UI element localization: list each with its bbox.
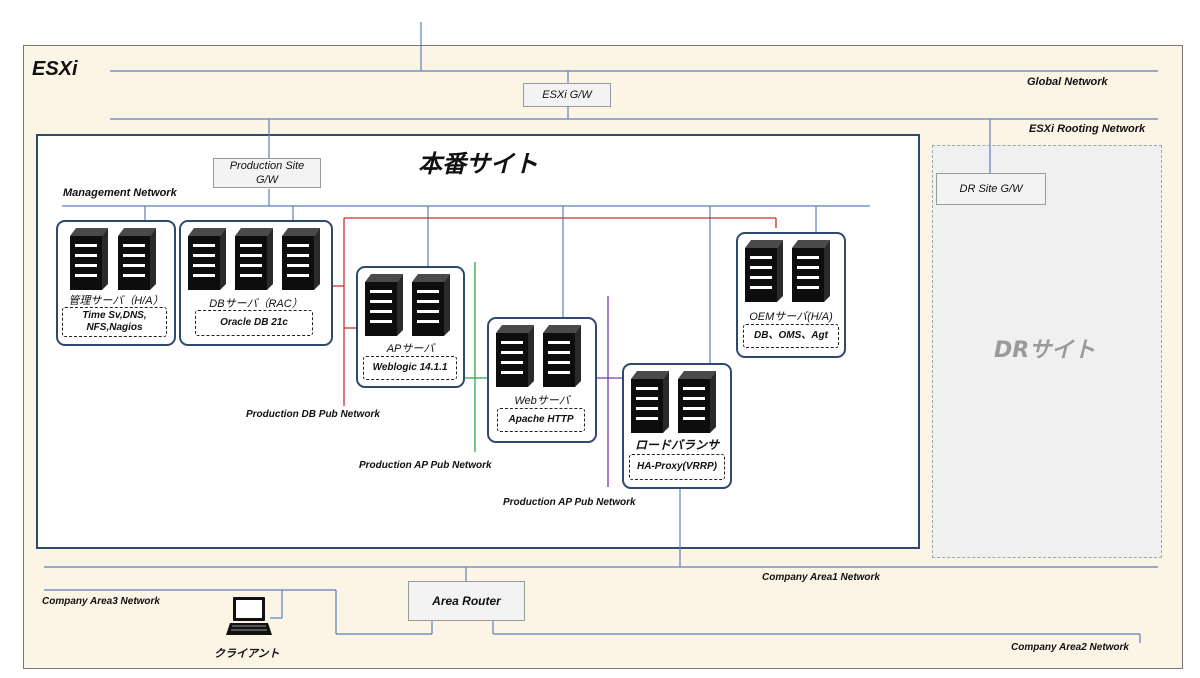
- company-area1-network-label: Company Area1 Network: [762, 572, 880, 583]
- server-tower-icon: [543, 325, 581, 387]
- ap-server-detail: Weblogic 14.1.1: [363, 356, 457, 380]
- web-server-title: Webサーバ: [514, 395, 570, 407]
- mgmt-server-title: 管理サーバ（H/A）: [68, 295, 164, 307]
- dr-site-title: DRサイト: [994, 338, 1096, 363]
- server-tower-icon: [792, 240, 830, 302]
- ap-server-group: APサーバ Weblogic 14.1.1: [356, 266, 465, 388]
- db-pub-network-lines: [331, 217, 777, 406]
- esxi-gw-box: ESXi G/W: [523, 83, 611, 107]
- load-balancer-detail: HA-Proxy(VRRP): [629, 454, 725, 480]
- production-site-gw-box: Production Site G/W: [213, 158, 321, 188]
- production-site-title: 本番サイト: [418, 150, 538, 178]
- laptop-icon: [226, 597, 272, 635]
- server-tower-icon: [745, 240, 783, 302]
- load-balancer-group: ロードバランサ HA-Proxy(VRRP): [622, 363, 732, 489]
- prod-ap-pub-network-label-1: Production AP Pub Network: [359, 460, 492, 471]
- company-area2-network-label: Company Area2 Network: [1011, 642, 1129, 653]
- oem-server-detail: DB、OMS、Agt: [743, 324, 839, 348]
- dr-site-gw-box: DR Site G/W: [936, 173, 1046, 205]
- dr-site-area: [932, 145, 1162, 558]
- oem-server-title: OEMサーバ(H/A): [749, 311, 833, 323]
- server-tower-icon: [118, 228, 156, 290]
- esxi-routing-network-label: ESXi Rooting Network: [1029, 123, 1146, 135]
- server-tower-icon: [70, 228, 108, 290]
- server-tower-icon: [412, 274, 450, 336]
- company-area3-network-label: Company Area3 Network: [42, 596, 160, 607]
- mgmt-server-group: 管理サーバ（H/A） Time Sv,DNS, NFS,Nagios: [56, 220, 176, 346]
- server-tower-icon: [235, 228, 273, 290]
- server-tower-icon: [678, 371, 716, 433]
- area-router-box: Area Router: [408, 581, 525, 621]
- db-server-group: DBサーバ（RAC） Oracle DB 21c: [179, 220, 333, 346]
- management-network-label: Management Network: [63, 187, 177, 199]
- server-tower-icon: [188, 228, 226, 290]
- ap-pub-network-2-lines: [595, 296, 622, 487]
- web-server-group: Webサーバ Apache HTTP: [487, 317, 597, 443]
- client-label: クライアント: [214, 648, 280, 660]
- mgmt-server-detail: Time Sv,DNS, NFS,Nagios: [62, 307, 167, 337]
- global-network-label: Global Network: [1027, 76, 1108, 88]
- esxi-title: ESXi: [32, 58, 78, 80]
- load-balancer-title: ロードバランサ: [634, 438, 719, 452]
- db-server-detail: Oracle DB 21c: [195, 310, 313, 336]
- db-server-title: DBサーバ（RAC）: [209, 298, 303, 310]
- prod-db-pub-network-label: Production DB Pub Network: [246, 409, 380, 420]
- server-tower-icon: [282, 228, 320, 290]
- ap-server-title: APサーバ: [386, 343, 435, 355]
- server-tower-icon: [365, 274, 403, 336]
- ap-pub-network-1-lines: [463, 262, 487, 452]
- server-tower-icon: [631, 371, 669, 433]
- prod-ap-pub-network-label-2: Production AP Pub Network: [503, 497, 636, 508]
- server-tower-icon: [496, 325, 534, 387]
- web-server-detail: Apache HTTP: [497, 408, 585, 432]
- oem-server-group: OEMサーバ(H/A) DB、OMS、Agt: [736, 232, 846, 358]
